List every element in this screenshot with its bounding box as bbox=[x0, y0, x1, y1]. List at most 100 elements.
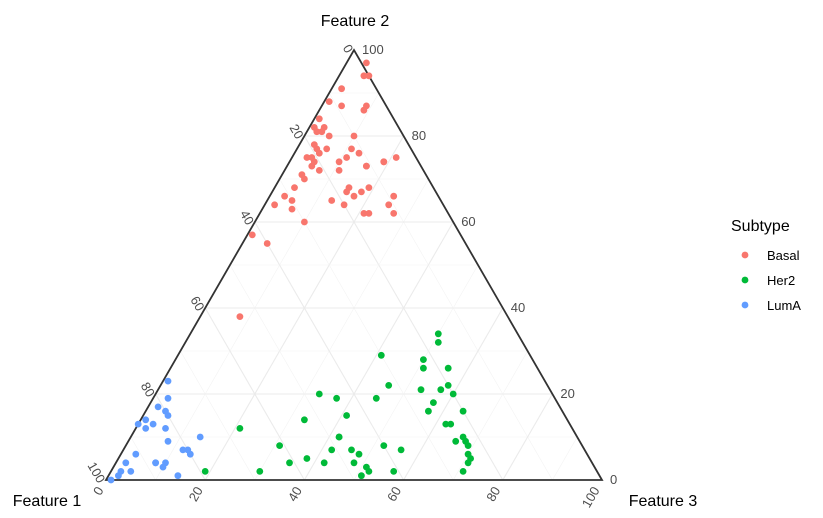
tick-label-feature-2: 60 bbox=[461, 214, 475, 229]
point-basal bbox=[335, 158, 343, 166]
grid-line bbox=[180, 350, 256, 481]
point-basal bbox=[271, 201, 278, 209]
point-her2 bbox=[355, 450, 363, 458]
legend-label-luma: LumA bbox=[767, 298, 801, 313]
point-her2 bbox=[380, 442, 388, 449]
point-luma bbox=[186, 450, 194, 458]
point-her2 bbox=[276, 442, 283, 449]
point-basal bbox=[301, 218, 308, 226]
point-her2 bbox=[343, 412, 350, 419]
point-basal bbox=[338, 85, 345, 93]
point-basal bbox=[360, 106, 368, 114]
point-her2 bbox=[434, 330, 442, 338]
point-basal bbox=[315, 167, 323, 174]
point-her2 bbox=[425, 407, 432, 415]
point-basal bbox=[288, 197, 296, 204]
tick-label-feature-1: 20 bbox=[287, 121, 307, 141]
point-her2 bbox=[358, 472, 365, 480]
point-basal bbox=[343, 154, 350, 161]
point-basal bbox=[263, 240, 271, 247]
point-luma bbox=[154, 403, 162, 411]
point-her2 bbox=[442, 420, 450, 428]
point-luma bbox=[164, 412, 172, 419]
point-her2 bbox=[328, 446, 336, 454]
point-luma bbox=[164, 394, 172, 402]
point-luma bbox=[162, 425, 169, 432]
point-her2 bbox=[459, 468, 467, 475]
grid-line bbox=[229, 264, 355, 481]
point-luma bbox=[164, 437, 172, 445]
axis-label-feature-2: Feature 2 bbox=[321, 13, 390, 30]
point-luma bbox=[134, 420, 142, 428]
point-basal bbox=[365, 184, 373, 192]
point-basal bbox=[360, 210, 368, 217]
point-her2 bbox=[444, 364, 452, 372]
point-luma bbox=[152, 459, 160, 467]
point-basal bbox=[248, 231, 256, 239]
point-basal bbox=[380, 158, 388, 166]
point-luma bbox=[174, 472, 182, 480]
point-luma bbox=[164, 377, 172, 385]
tick-label-feature-1: 60 bbox=[187, 293, 207, 313]
grid-line bbox=[502, 393, 553, 481]
point-her2 bbox=[315, 390, 323, 398]
point-her2 bbox=[377, 351, 385, 359]
point-her2 bbox=[236, 425, 244, 432]
grid-line bbox=[552, 436, 578, 481]
point-basal bbox=[236, 313, 244, 320]
grid-line bbox=[279, 178, 454, 481]
point-luma bbox=[115, 472, 122, 480]
point-basal bbox=[325, 98, 333, 105]
point-basal bbox=[385, 201, 393, 209]
point-basal bbox=[365, 210, 373, 217]
point-basal bbox=[315, 115, 323, 123]
point-basal bbox=[392, 154, 400, 161]
point-her2 bbox=[350, 459, 358, 467]
grid-line bbox=[452, 350, 528, 481]
grid-line bbox=[353, 264, 479, 481]
tick-label-feature-2: 0 bbox=[610, 472, 617, 487]
point-her2 bbox=[365, 468, 373, 475]
point-basal bbox=[315, 149, 323, 157]
tick-label-feature-1: 0 bbox=[340, 42, 357, 56]
legend-key-basal bbox=[741, 251, 749, 259]
point-basal bbox=[348, 145, 355, 153]
point-luma bbox=[159, 463, 167, 471]
point-basal bbox=[338, 102, 345, 110]
triangle-frame bbox=[104, 48, 604, 481]
point-luma bbox=[122, 459, 130, 467]
point-her2 bbox=[385, 382, 393, 389]
point-luma bbox=[142, 425, 150, 432]
tick-label-feature-3: 100 bbox=[579, 484, 603, 510]
point-her2 bbox=[301, 416, 308, 424]
point-her2 bbox=[430, 399, 437, 406]
point-her2 bbox=[201, 468, 209, 475]
point-her2 bbox=[447, 420, 455, 428]
point-basal bbox=[313, 128, 321, 136]
point-her2 bbox=[437, 386, 445, 394]
point-basal bbox=[390, 192, 398, 200]
point-basal bbox=[325, 132, 333, 140]
point-her2 bbox=[333, 394, 340, 402]
point-basal bbox=[390, 210, 398, 217]
tick-label-feature-1: 100 bbox=[85, 459, 109, 485]
point-luma bbox=[107, 476, 115, 484]
point-basal bbox=[365, 72, 373, 80]
point-her2 bbox=[390, 468, 398, 475]
point-basal bbox=[350, 192, 358, 200]
point-basal bbox=[288, 205, 296, 213]
tick-label-feature-3: 0 bbox=[90, 484, 107, 498]
point-basal bbox=[340, 201, 348, 209]
point-basal bbox=[323, 145, 331, 153]
grid-line bbox=[130, 436, 156, 481]
point-basal bbox=[291, 184, 298, 192]
tick-label-feature-2: 100 bbox=[362, 42, 384, 57]
grid-line bbox=[155, 92, 380, 481]
point-her2 bbox=[417, 386, 425, 394]
triangle-border bbox=[104, 48, 604, 481]
point-basal bbox=[335, 167, 343, 174]
point-basal bbox=[358, 188, 365, 196]
tick-label-feature-2: 40 bbox=[511, 300, 525, 315]
point-luma bbox=[142, 416, 150, 424]
tick-label-feature-2: 20 bbox=[560, 386, 574, 401]
